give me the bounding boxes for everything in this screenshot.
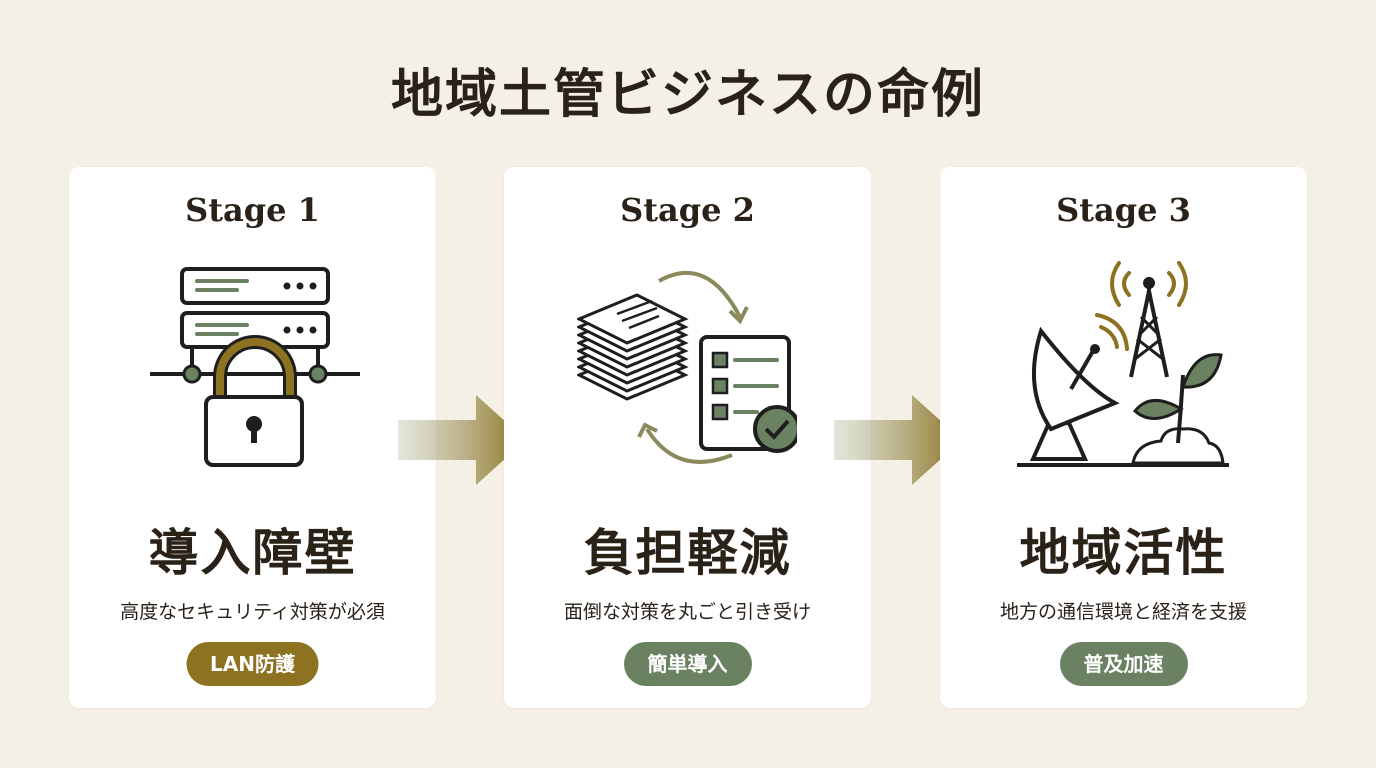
stage-heading: 導入障壁 — [148, 523, 357, 582]
arrow-right-icon — [398, 395, 526, 485]
stage-heading: 負担軽減 — [583, 523, 792, 582]
stage-label: Stage 1 — [185, 191, 320, 229]
stage-badge: 普及加速 — [1059, 642, 1188, 686]
stage-card-1: Stage 1 導入障壁 高度なセキュリティ対策が必須 LAN防護 — [69, 167, 436, 708]
stage-description: 地方の通信環境と経済を支援 — [999, 601, 1247, 623]
stage-badge: LAN防護 — [186, 642, 319, 686]
stage-label: Stage 3 — [1056, 191, 1191, 229]
arrow-right-icon — [834, 395, 962, 485]
stage-heading: 地域活性 — [1019, 523, 1228, 582]
stage-label: Stage 2 — [620, 191, 755, 229]
stage-card-3: Stage 3 地域活性 地方の通信環境と経済を支援 普及加速 — [940, 167, 1307, 708]
stage-card-2: Stage 2 — [504, 167, 871, 708]
server-lock-icon — [150, 267, 360, 467]
antenna-plant-icon — [1017, 261, 1229, 467]
stage-description: 高度なセキュリティ対策が必須 — [120, 601, 385, 623]
stage-badge: 簡単導入 — [623, 642, 752, 686]
document-checklist-icon — [577, 270, 797, 464]
stage-description: 面倒な対策を丸ごと引き受け — [563, 601, 811, 623]
page-title: 地域土管ビジネスの命例 — [390, 65, 985, 125]
